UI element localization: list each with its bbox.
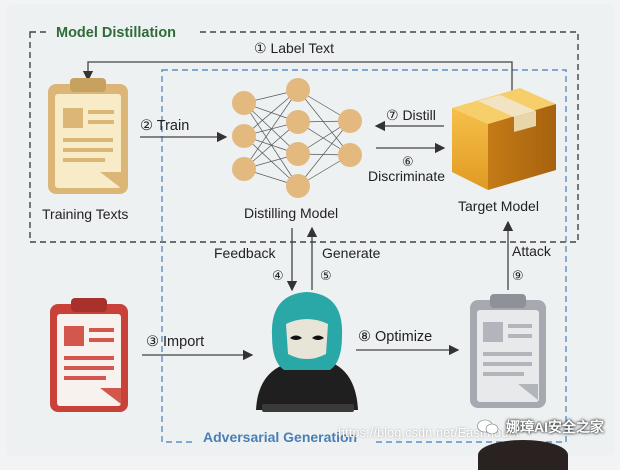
input-text-clipboard-icon xyxy=(50,298,128,412)
edge-label-text: ① Label Text xyxy=(82,40,513,92)
target-model-box-icon xyxy=(452,88,556,190)
hacker-icon xyxy=(256,292,358,412)
distilling-model-label: Distilling Model xyxy=(244,205,338,221)
label-text-edge-label: ① Label Text xyxy=(254,40,334,56)
edge-attack: Attack ⑨ xyxy=(502,220,552,290)
model-distillation-label: Model Distillation xyxy=(56,25,176,41)
discriminate-num: ⑥ xyxy=(402,154,414,169)
train-edge-label: ② Train xyxy=(140,118,189,134)
edge-train: ② Train xyxy=(140,118,228,143)
edge-optimize: ⑧ Optimize xyxy=(356,329,460,356)
distillation-attack-diagram: Model Distillation Adversarial Generatio… xyxy=(29,22,579,446)
wechat-icon xyxy=(477,419,499,435)
distill-edge-label: ⑦ Distill xyxy=(386,107,436,123)
training-texts-label: Training Texts xyxy=(42,206,128,222)
optimize-edge-label: ⑧ Optimize xyxy=(358,329,432,345)
adversarial-generation-label: Adversarial Generation xyxy=(203,429,357,445)
generate-num: ⑤ xyxy=(320,268,332,283)
watermark-url: https://blog.csdn.net/Eastmount xyxy=(338,426,520,440)
edge-discriminate: ⑥ Discriminate xyxy=(368,142,446,184)
neurons xyxy=(232,78,362,198)
discriminate-edge-label: Discriminate xyxy=(368,168,445,184)
edge-distill: ⑦ Distill xyxy=(374,107,444,132)
attack-num: ⑨ xyxy=(512,268,524,283)
adversarial-text-clipboard-icon xyxy=(470,294,546,408)
feedback-num: ④ xyxy=(272,268,284,283)
edge-import: ③ Import xyxy=(142,334,254,361)
watermark-brand: 娜璋AI安全之家 xyxy=(476,414,604,440)
generate-edge-label: Generate xyxy=(322,245,381,261)
model-distillation-group: Model Distillation xyxy=(29,22,579,243)
import-edge-label: ③ Import xyxy=(146,334,204,350)
watermark-brand-text: 娜璋AI安全之家 xyxy=(506,419,604,435)
attack-edge-label: Attack xyxy=(512,243,552,259)
training-texts-clipboard-icon xyxy=(48,78,128,194)
target-model-label: Target Model xyxy=(458,198,539,214)
distilling-model-network-icon xyxy=(243,89,351,187)
feedback-edge-label: Feedback xyxy=(214,245,276,261)
edge-feedback: Feedback ④ xyxy=(214,228,298,292)
adversarial-generation-group: Adversarial Generation xyxy=(161,69,567,446)
photo-occluder xyxy=(478,440,568,470)
edge-generate: Generate ⑤ xyxy=(306,226,381,290)
